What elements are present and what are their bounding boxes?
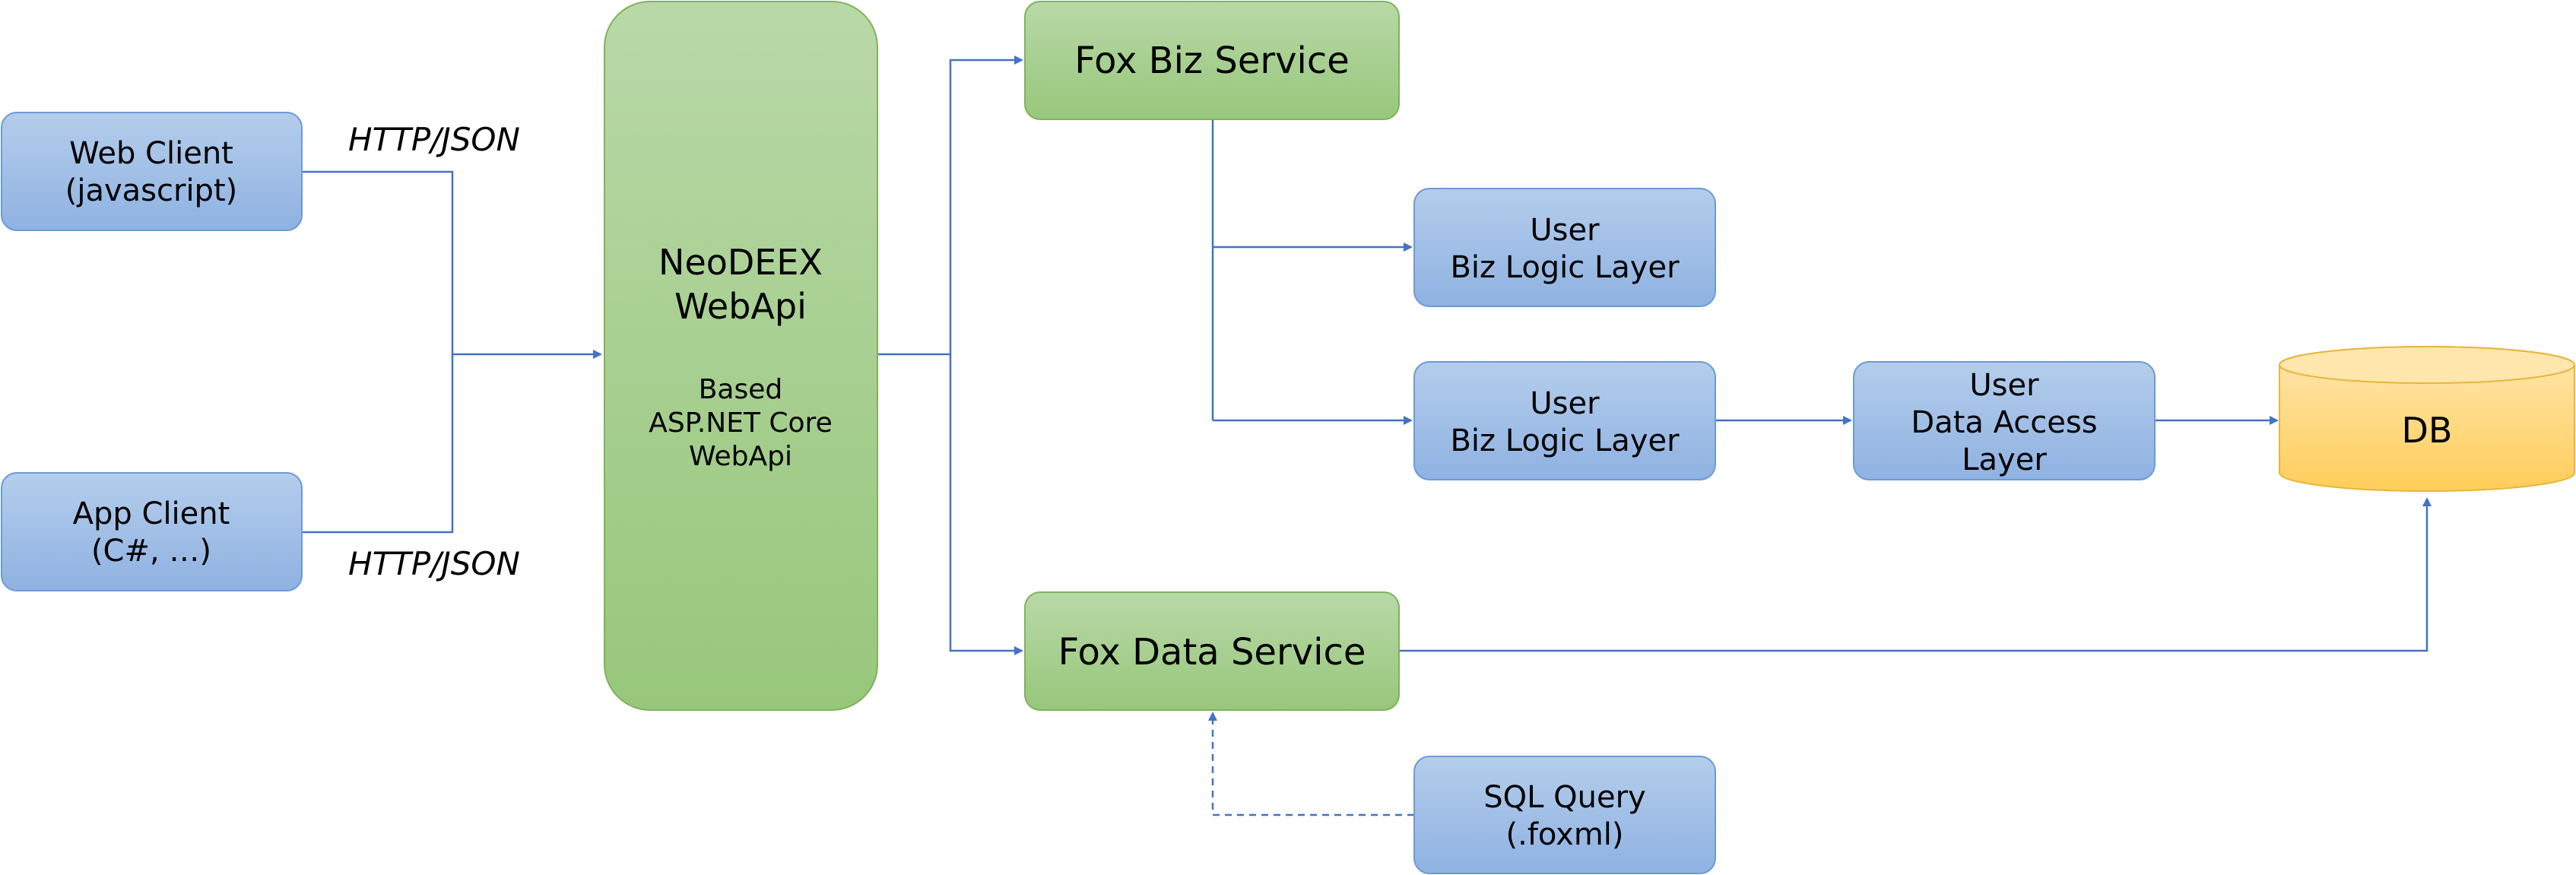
connector-to-fox-biz bbox=[949, 55, 1023, 354]
sql-query-subtitle: (.foxml) bbox=[1506, 817, 1624, 852]
neodeex-title: NeoDEEX bbox=[658, 242, 823, 283]
app-client-node: App Client (C#, …) bbox=[1, 472, 303, 591]
sql-query-title: SQL Query bbox=[1483, 780, 1645, 815]
biz-logic-layer-1-title: User bbox=[1530, 213, 1600, 248]
fox-biz-service-label: Fox Biz Service bbox=[1074, 40, 1350, 82]
app-protocol-label: HTTP/JSON bbox=[348, 545, 520, 582]
fox-biz-service-node: Fox Biz Service bbox=[1024, 1, 1400, 120]
biz-logic-layer-2-node: User Biz Logic Layer bbox=[1413, 361, 1716, 480]
neodeex-webapi-node: NeoDEEX WebApi Based ASP.NET Core WebApi bbox=[604, 1, 878, 711]
db-label: DB bbox=[2402, 410, 2453, 451]
neodeex-framework-label: ASP.NET Core bbox=[649, 407, 832, 439]
app-client-subtitle: (C#, …) bbox=[91, 534, 211, 569]
data-access-layer-node: User Data Access Layer bbox=[1853, 361, 2156, 480]
neodeex-webapi-label: WebApi bbox=[689, 441, 792, 472]
data-access-layer-subtitle: Data Access bbox=[1911, 405, 2097, 440]
biz-logic-layer-1-subtitle: Biz Logic Layer bbox=[1450, 250, 1680, 285]
web-client-title: Web Client bbox=[69, 136, 233, 171]
connector-fox-data-to-db bbox=[1399, 497, 2432, 652]
web-client-subtitle: (javascript) bbox=[65, 173, 237, 208]
connector-web-client bbox=[302, 170, 454, 354]
biz-logic-layer-2-title: User bbox=[1530, 386, 1600, 421]
fox-data-service-node: Fox Data Service bbox=[1024, 591, 1400, 711]
neodeex-subtitle: WebApi bbox=[674, 286, 807, 327]
db-cylinder-top bbox=[2279, 346, 2575, 384]
connectors bbox=[302, 55, 2432, 816]
data-access-layer-title: User bbox=[1969, 368, 2039, 403]
connector-app-client bbox=[302, 354, 454, 534]
db-cylinder-node: DB bbox=[2279, 346, 2575, 492]
biz-logic-layer-1-node: User Biz Logic Layer bbox=[1413, 188, 1716, 307]
connector-to-fox-data bbox=[949, 354, 1023, 655]
sql-query-node: SQL Query (.foxml) bbox=[1413, 756, 1716, 874]
web-protocol-label: HTTP/JSON bbox=[348, 121, 520, 158]
app-client-title: App Client bbox=[73, 496, 230, 531]
web-client-node: Web Client (javascript) bbox=[1, 112, 303, 231]
neodeex-based-label: Based bbox=[699, 374, 783, 405]
biz-logic-layer-2-subtitle: Biz Logic Layer bbox=[1450, 423, 1680, 458]
fox-data-service-label: Fox Data Service bbox=[1058, 631, 1366, 674]
data-access-layer-subtitle-2: Layer bbox=[1962, 442, 2047, 477]
connector-sql-query bbox=[1208, 712, 1414, 816]
